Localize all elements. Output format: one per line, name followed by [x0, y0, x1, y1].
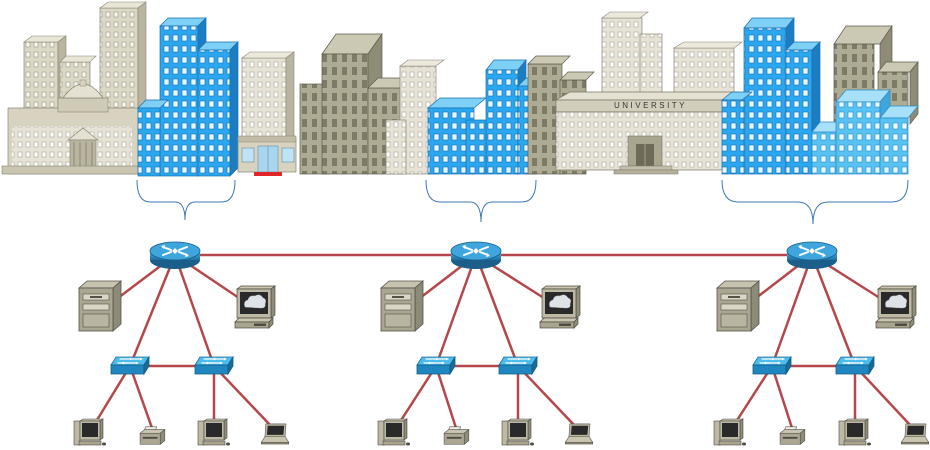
switch-pc-link: [92, 364, 132, 427]
switch-printer-link: [434, 364, 458, 430]
desktop-pc-icon[interactable]: [197, 418, 231, 446]
router-switch-link: [173, 253, 216, 368]
router-switch-link: [810, 253, 857, 368]
desktop-pc-icon[interactable]: [838, 418, 872, 446]
bracket-left: [136, 179, 236, 221]
switch-pc-link: [732, 364, 774, 427]
laptop-icon[interactable]: [564, 423, 594, 445]
router-switch-link: [434, 253, 478, 368]
bracket-right: [721, 179, 909, 225]
building-icon: [237, 51, 297, 176]
workstation-icon[interactable]: [539, 285, 581, 329]
switch-laptop-link: [212, 364, 273, 428]
printer-icon[interactable]: [779, 426, 806, 445]
printer-icon[interactable]: [443, 426, 470, 445]
desktop-pc-icon[interactable]: [73, 418, 107, 446]
router-switch-link: [128, 253, 177, 368]
desktop-pc-icon[interactable]: [713, 418, 747, 446]
router-icon[interactable]: [149, 241, 201, 270]
printer-icon[interactable]: [139, 426, 166, 445]
highlight-building-left: [137, 17, 239, 177]
government-building-icon: [1, 79, 139, 175]
bracket-center: [425, 179, 537, 223]
city-skyline: UNIVERSITY: [1, 1, 919, 177]
workstation-icon[interactable]: [234, 285, 276, 329]
highlight-building-right: [721, 17, 919, 175]
network-links: [92, 253, 913, 430]
router-switch-link: [770, 253, 814, 368]
switch-icon[interactable]: [498, 356, 538, 375]
router-switch-link: [474, 253, 520, 368]
laptop-icon[interactable]: [260, 423, 290, 445]
switch-laptop-link: [516, 364, 577, 428]
switch-icon[interactable]: [416, 356, 456, 375]
router-icon[interactable]: [450, 241, 502, 270]
switch-icon[interactable]: [110, 356, 150, 375]
router-icon[interactable]: [786, 241, 838, 270]
workstation-icon[interactable]: [875, 285, 917, 329]
server-icon[interactable]: [380, 280, 424, 332]
switch-icon[interactable]: [194, 356, 234, 375]
switch-pc-link: [396, 364, 438, 427]
university-building-icon: UNIVERSITY: [554, 91, 740, 175]
desktop-pc-icon[interactable]: [377, 418, 411, 446]
laptop-icon[interactable]: [900, 423, 930, 445]
switch-icon[interactable]: [835, 356, 875, 375]
server-icon[interactable]: [78, 280, 122, 332]
university-sign: UNIVERSITY: [614, 101, 687, 110]
cluster-brackets: [136, 179, 909, 225]
server-icon[interactable]: [716, 280, 760, 332]
switch-icon[interactable]: [752, 356, 792, 375]
desktop-pc-icon[interactable]: [501, 418, 535, 446]
highlight-building-center: [427, 59, 545, 175]
switch-laptop-link: [853, 364, 913, 428]
switch-printer-link: [770, 364, 794, 430]
switch-printer-link: [128, 364, 154, 430]
